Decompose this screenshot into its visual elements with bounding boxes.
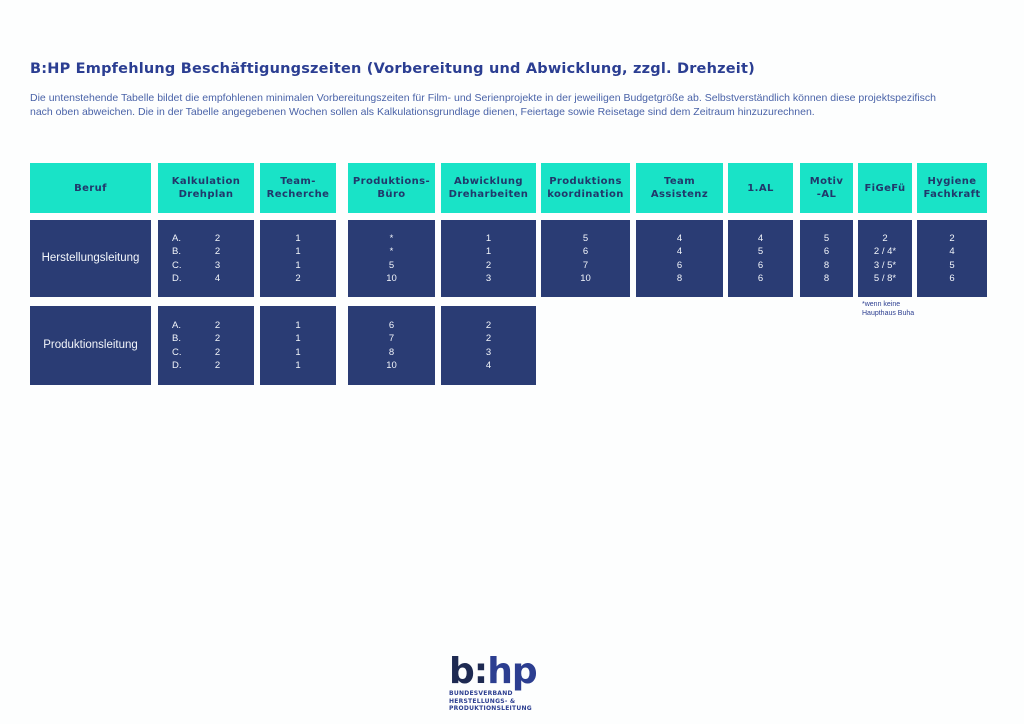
cell-row1-team-recherche: 1 1 1 2 [260,220,336,297]
header-beruf: Beruf [30,163,151,213]
kalkulation-values: 2 2 2 2 [214,319,221,372]
header-abwicklung-dreharbeiten: Abwicklung Dreharbeiten [441,163,536,213]
cell-row1-produktions-buero: * * 5 10 [348,220,435,297]
header-figefu: FiGeFü [858,163,912,213]
header-produktions-buero: Produktions- Büro [348,163,435,213]
kalkulation-letters: A. B. C. D. [172,232,182,285]
cell-row1-hygiene-fachkraft: 2 4 5 6 [917,220,987,297]
header-produktionskoordination: Produktions koordination [541,163,630,213]
intro-paragraph: Die untenstehende Tabelle bildet die emp… [30,92,936,118]
cell-row2-beruf: Produktionsleitung [30,306,151,385]
header-1al: 1.AL [728,163,793,213]
bhp-logo-wordmark: b:hp [449,654,589,690]
kalkulation-letters: A. B. C. D. [172,319,182,372]
header-team-assistenz: Team Assistenz [636,163,723,213]
logo-letter-b: b [449,651,475,692]
cell-row2-abwicklung-dreharbeiten: 2 2 3 4 [441,306,536,385]
cell-row2-produktions-buero: 6 7 8 10 [348,306,435,385]
cell-row1-beruf: Herstellungsleitung [30,220,151,297]
cell-row2-kalkulation: A. B. C. D. 2 2 2 2 [158,306,254,385]
logo-letters-hp: hp [487,651,537,692]
cell-row1-figefu: 2 2 / 4* 3 / 5* 5 / 8* [858,220,912,297]
cell-row1-1al: 4 5 6 6 [728,220,793,297]
figefu-footnote: *wenn keine Haupthaus Buha [862,301,915,317]
page-title: B:HP Empfehlung Beschäftigungszeiten (Vo… [30,61,755,77]
header-team-recherche: Team- Recherche [260,163,336,213]
kalkulation-values: 2 2 3 4 [214,232,221,285]
header-kalkulation-drehplan: Kalkulation Drehplan [158,163,254,213]
cell-row1-motiv-al: 5 6 8 8 [800,220,853,297]
logo-colon: : [473,651,488,692]
cell-row1-abwicklung-dreharbeiten: 1 1 2 3 [441,220,536,297]
cell-row1-team-assistenz: 4 4 6 8 [636,220,723,297]
cell-row1-kalkulation: A. B. C. D. 2 2 3 4 [158,220,254,297]
header-motiv-al: Motiv -AL [800,163,853,213]
bhp-logo: b:hp BUNDESVERBAND HERSTELLUNGS- & PRODU… [449,654,589,713]
header-hygiene-fachkraft: Hygiene Fachkraft [917,163,987,213]
bhp-logo-subtitle: BUNDESVERBAND HERSTELLUNGS- & PRODUKTION… [449,690,532,712]
cell-row1-produktionskoordination: 5 6 7 10 [541,220,630,297]
cell-row2-team-recherche: 1 1 1 1 [260,306,336,385]
